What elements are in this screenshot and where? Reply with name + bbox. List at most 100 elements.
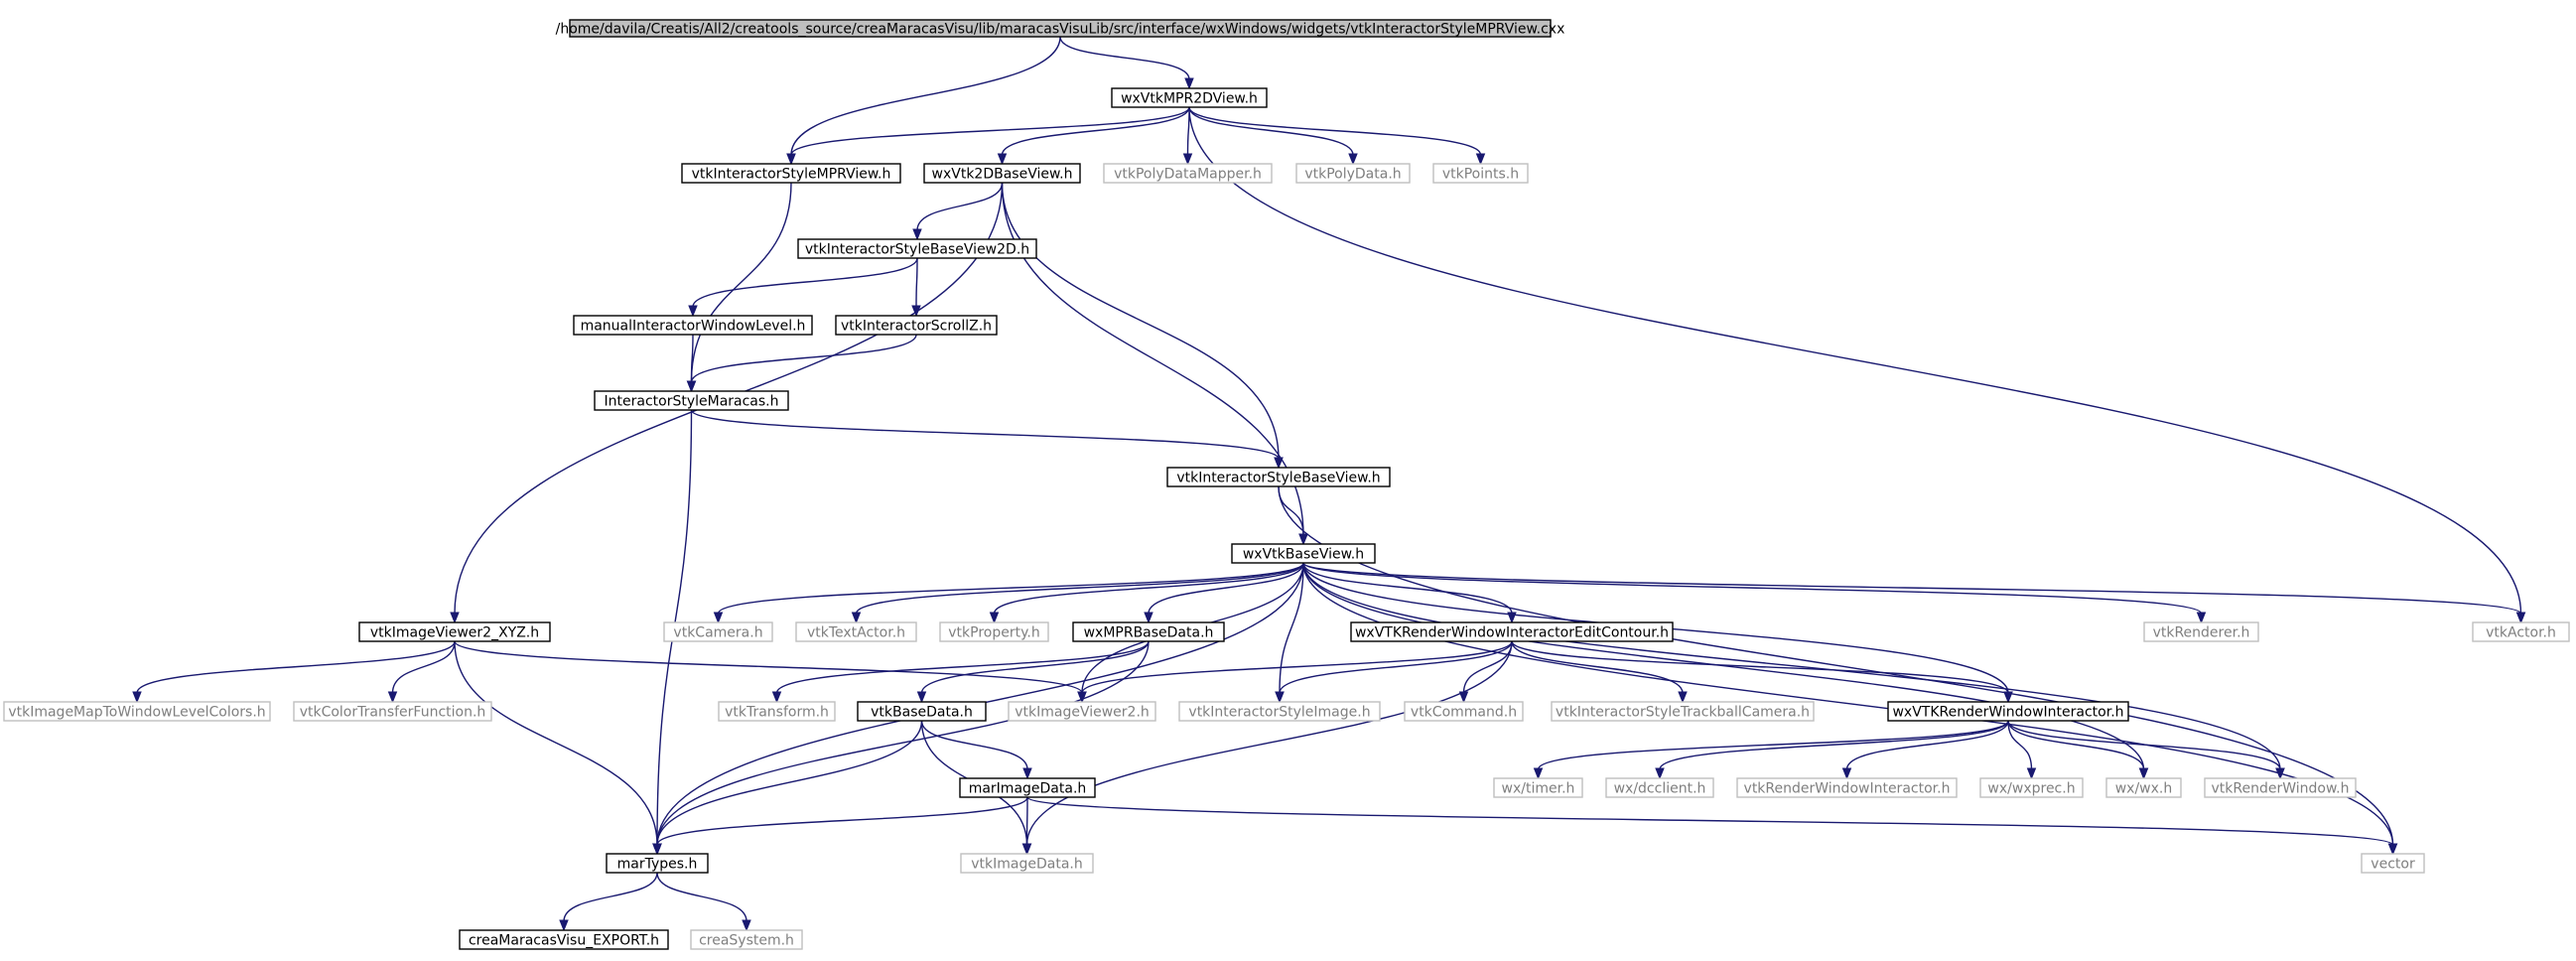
edge-line xyxy=(1511,640,2009,694)
node-box xyxy=(1111,87,1268,108)
arrowhead xyxy=(1841,767,1852,780)
edge-line xyxy=(1188,106,1482,156)
node-box xyxy=(1295,163,1411,184)
edge-line xyxy=(790,36,1061,156)
node-label: wxVtkMPR2DView.h xyxy=(1121,91,1258,107)
node-creamaracasvisu-export[interactable]: creaMaracasVisu_EXPORT.h xyxy=(459,929,669,950)
node-label: vtkInteractorStyleImage.h xyxy=(1188,705,1370,721)
node-marimagedata[interactable]: marImageData.h xyxy=(959,777,1096,798)
edge-wxvtkrenderwindowinteractor-to-vtkrenderwindow xyxy=(2007,720,2285,780)
node-wxmprbasedata[interactable]: wxMPRBaseData.h xyxy=(1072,621,1225,642)
node-wxwx: wx/wx.h xyxy=(2105,777,2182,798)
node-vtkinteractorstylebaseview2d[interactable]: vtkInteractorStyleBaseView2D.h xyxy=(797,238,1037,259)
node-label: creaSystem.h xyxy=(699,933,794,949)
node-vtkbasedata[interactable]: vtkBaseData.h xyxy=(857,701,987,722)
edge-line xyxy=(993,562,1304,615)
node-vtkinteractorstyletrackballcamera: vtkInteractorStyleTrackballCamera.h xyxy=(1551,701,1815,722)
node-wxvtkrenderwindowinteractoreditcontour[interactable]: wxVTKRenderWindowInteractorEditContour.h xyxy=(1350,621,1674,642)
edge-line xyxy=(1001,182,1280,460)
node-vtkcolortransferfunction: vtkColorTransferFunction.h xyxy=(293,701,492,722)
arrowhead xyxy=(786,153,796,166)
node-label: wx/wx.h xyxy=(2115,781,2173,797)
node-wxvtkbaseview[interactable]: wxVtkBaseView.h xyxy=(1231,543,1376,564)
edge-line xyxy=(916,182,1004,231)
edge-wxvtkbaseview-to-wxmprbasedata xyxy=(1144,562,1304,624)
arrowhead xyxy=(1184,77,1194,90)
node-creasystem: creaSystem.h xyxy=(690,929,803,950)
edge-line xyxy=(775,640,1150,694)
edge-line xyxy=(1845,720,2009,770)
edge-wxvtkrenderwindowinteractoreditcontour-to-vtkinteractorstyleimage xyxy=(1275,640,1513,704)
arrowhead xyxy=(1678,691,1688,704)
edge-line xyxy=(690,182,792,383)
arrowhead xyxy=(997,153,1008,166)
node-vtkimageviewer2-xyz[interactable]: vtkImageViewer2_XYZ.h xyxy=(358,621,551,642)
edge-line xyxy=(1302,562,2281,770)
arrowhead xyxy=(1077,691,1087,704)
edge-line xyxy=(915,257,918,308)
edge-line xyxy=(563,872,658,922)
edge-line xyxy=(136,640,456,694)
edge-line xyxy=(692,257,918,308)
node-label: marTypes.h xyxy=(617,857,698,873)
node-label: vtkRenderWindow.h xyxy=(2212,781,2350,797)
arrowhead xyxy=(2026,767,2037,780)
node-label: vtkInteractorStyleTrackballCamera.h xyxy=(1556,705,1810,721)
node-label: vtkTransform.h xyxy=(725,705,829,721)
edge-marimagedata-to-vector xyxy=(1026,796,2398,856)
node-box xyxy=(1605,777,1714,798)
edge-line xyxy=(1659,720,2009,770)
node-label: /home/davila/Creatis/All2/creatools_sour… xyxy=(556,22,1565,38)
node-martypes[interactable]: marTypes.h xyxy=(606,853,709,874)
node-box xyxy=(459,929,669,950)
node-label: vtkCamera.h xyxy=(673,625,762,641)
node-box xyxy=(960,853,1094,874)
edge-wxvtkbaseview-to-vtkactor xyxy=(1302,562,2526,624)
node-wxvtk2dbaseview[interactable]: wxVtk2DBaseView.h xyxy=(923,163,1081,184)
node-vtkinteractorscrollz[interactable]: vtkInteractorScrollZ.h xyxy=(835,315,998,336)
node-label: vtkInteractorScrollZ.h xyxy=(841,319,992,335)
edge-line xyxy=(1025,640,1513,846)
edge-wxvtkrenderwindowinteractor-to-wxwx xyxy=(2007,720,2149,780)
node-vtkinteractorstylebaseview[interactable]: vtkInteractorStyleBaseView.h xyxy=(1166,467,1391,487)
node-box xyxy=(1103,163,1273,184)
arrowhead xyxy=(851,612,862,624)
arrowhead xyxy=(559,919,569,932)
edge-wxvtk2dbaseview-to-wxvtkbaseview xyxy=(1001,182,1308,546)
edge-interactorstylemaracas-to-vtkinteractorstylebaseview xyxy=(690,409,1284,470)
node-interactorstylemaracas[interactable]: InteractorStyleMaracas.h xyxy=(594,390,789,411)
arrowhead xyxy=(2387,843,2398,856)
node-box xyxy=(1166,467,1391,487)
arrowhead xyxy=(1022,767,1032,780)
node-label: vtkCommand.h xyxy=(1411,705,1517,721)
node-box xyxy=(1231,543,1376,564)
node-wxvtkmpr2dview[interactable]: wxVtkMPR2DView.h xyxy=(1111,87,1268,108)
node-label: marImageData.h xyxy=(969,781,1087,797)
node-vtkinteractorstylemprview[interactable]: vtkInteractorStyleMPRView.h xyxy=(681,163,901,184)
arrowhead xyxy=(912,228,922,241)
node-wxvtkrenderwindowinteractor[interactable]: wxVTKRenderWindowInteractor.h xyxy=(1887,701,2129,722)
edge-wxvtkbaseview-to-vtkproperty xyxy=(989,562,1304,624)
edge-vtkinteractorstylebaseview2d-to-vtkinteractorscrollz xyxy=(911,257,921,318)
node-box xyxy=(1350,621,1674,642)
arrowhead xyxy=(911,305,921,318)
arrowhead xyxy=(1348,153,1358,166)
edge-wxvtkmpr2dview-to-vtkpoints xyxy=(1188,106,1486,166)
node-label: vtkInteractorStyleBaseView2D.h xyxy=(805,242,1029,258)
node-label: vtkImageViewer2_XYZ.h xyxy=(370,625,539,641)
node-box xyxy=(1551,701,1815,722)
edge-line xyxy=(1302,562,2145,770)
node-root[interactable]: /home/davila/Creatis/All2/creatools_sour… xyxy=(556,19,1565,38)
node-vtkimagedata: vtkImageData.h xyxy=(960,853,1094,874)
node-box xyxy=(1432,163,1529,184)
arrowhead xyxy=(713,612,724,624)
arrowhead xyxy=(2003,691,2013,704)
node-manualinteractorwindowlevel[interactable]: manualInteractorWindowLevel.h xyxy=(573,315,813,336)
node-vtkimageviewer2: vtkImageViewer2.h xyxy=(1008,701,1156,722)
edge-line xyxy=(1537,720,2009,770)
node-box xyxy=(2472,621,2570,642)
node-label: vtkColorTransferFunction.h xyxy=(300,705,486,721)
edge-wxvtkbaseview-to-vtkrenderwindow xyxy=(1302,562,2285,780)
edge-line xyxy=(1302,562,2522,615)
edge-wxmprbasedata-to-martypes xyxy=(652,640,1150,856)
